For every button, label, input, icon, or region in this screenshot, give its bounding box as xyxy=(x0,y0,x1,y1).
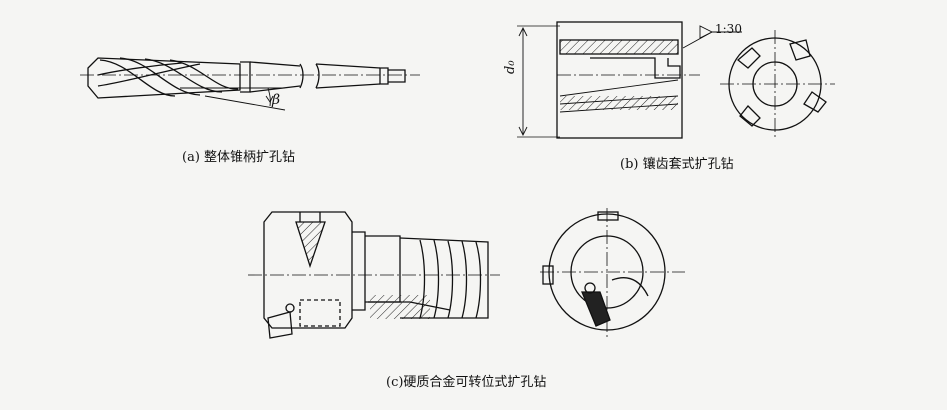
drill-a-drawing xyxy=(80,57,420,111)
taper-ratio-label: 1:30 xyxy=(715,22,742,36)
caption-a: (a) 整体锥柄扩孔钻 xyxy=(182,150,296,165)
helix-angle-label: β xyxy=(272,92,281,108)
drill-c-drawing xyxy=(248,208,685,340)
caption-c: (c)硬质合金可转位式扩孔钻 xyxy=(386,375,547,390)
drill-b-drawing xyxy=(517,21,835,140)
caption-b: (b) 镶齿套式扩孔钻 xyxy=(620,157,734,172)
diameter-label: d₀ xyxy=(503,60,518,74)
